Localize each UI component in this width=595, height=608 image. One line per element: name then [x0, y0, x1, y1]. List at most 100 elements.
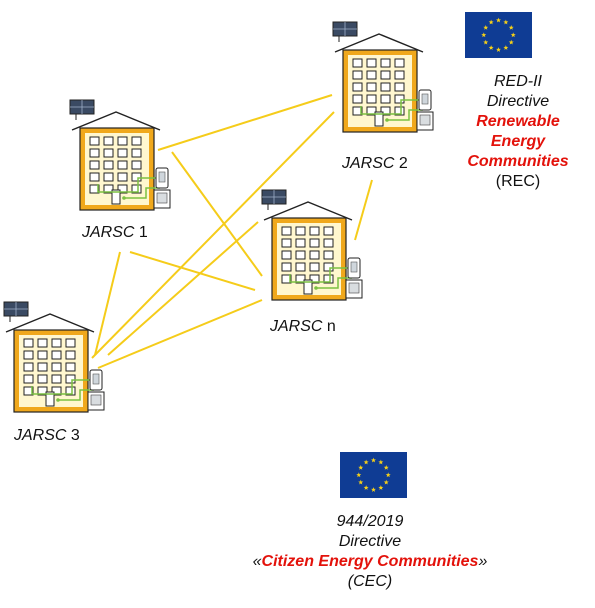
door-icon	[303, 279, 313, 295]
window-icon	[37, 386, 48, 396]
flag-star	[483, 39, 489, 45]
window-icon	[394, 70, 405, 80]
flag-star	[508, 25, 514, 30]
window-icon	[366, 94, 377, 104]
window-icon	[380, 82, 391, 92]
window-icon	[394, 94, 405, 104]
flag-star	[378, 485, 384, 490]
wiring-line	[124, 187, 160, 199]
window-icon	[131, 136, 142, 146]
window-icon	[65, 350, 76, 360]
window-icon	[380, 106, 391, 116]
flag-star	[363, 459, 369, 465]
solar-panel-icon	[261, 189, 287, 210]
window-icon	[51, 362, 62, 372]
window-icon	[23, 338, 34, 348]
window-icon	[37, 350, 48, 360]
wiring-line	[289, 267, 350, 283]
solar-panel-icon	[3, 301, 29, 322]
window-icon	[281, 250, 292, 260]
apartment-building-icon	[69, 99, 171, 211]
window-icon	[51, 350, 62, 360]
window-icon	[103, 148, 114, 158]
window-icon	[131, 184, 142, 194]
building-label-jarsc-2: JARSC 2	[342, 155, 408, 172]
window-icon	[366, 58, 377, 68]
window-icon	[352, 58, 363, 68]
flag-star	[508, 39, 514, 45]
window-icon	[281, 226, 292, 236]
wiring-line	[58, 389, 94, 401]
door-icon	[45, 391, 55, 407]
window-icon	[103, 160, 114, 170]
link-line	[157, 94, 333, 151]
wiring-node	[122, 196, 126, 200]
red-ii-text: RED-II Directive Renewable Energy Commun…	[448, 72, 588, 192]
solar-panel-icon	[69, 99, 95, 120]
building-label-jarsc-n: JARSC n	[270, 318, 336, 335]
link-line	[107, 221, 259, 356]
flag-star	[488, 19, 494, 25]
window-icon	[323, 238, 334, 248]
battery-icon	[153, 167, 171, 209]
roof-icon	[334, 33, 424, 53]
battery-icon	[345, 257, 363, 299]
cec-abbreviation: (CEC)	[347, 573, 393, 590]
flag-star	[483, 25, 489, 30]
cec-text: 944/2019 Directive «Citizen Energy Commu…	[180, 512, 560, 592]
window-icon	[103, 136, 114, 146]
window-icon	[309, 238, 320, 248]
link-line	[91, 111, 335, 359]
window-icon	[295, 250, 306, 260]
window-icon	[89, 172, 100, 182]
wiring-line	[387, 109, 423, 121]
flag-star	[496, 47, 501, 52]
roof-icon	[71, 111, 161, 131]
rec-abbreviation: (REC)	[495, 173, 541, 190]
flag-star	[371, 487, 376, 492]
window-icon	[103, 172, 114, 182]
flag-star	[503, 45, 509, 50]
window-icon	[117, 148, 128, 158]
window-icon	[323, 262, 334, 272]
eu-flag-icon	[465, 12, 532, 58]
window-icon	[352, 82, 363, 92]
flag-star	[503, 19, 509, 25]
flag-star	[383, 479, 389, 485]
window-icon	[323, 274, 334, 284]
flag-star	[385, 472, 391, 478]
window-icon	[394, 58, 405, 68]
wiring-line	[31, 379, 92, 395]
link-line	[354, 179, 373, 241]
window-icon	[352, 106, 363, 116]
solar-panel-icon	[332, 21, 358, 42]
window-icon	[394, 106, 405, 116]
window-icon	[117, 160, 128, 170]
wiring-line	[360, 99, 421, 115]
window-icon	[117, 172, 128, 182]
window-icon	[352, 94, 363, 104]
window-icon	[323, 250, 334, 260]
flag-star	[358, 465, 364, 470]
window-icon	[23, 374, 34, 384]
window-icon	[309, 250, 320, 260]
window-icon	[65, 386, 76, 396]
window-icon	[281, 274, 292, 284]
window-icon	[380, 58, 391, 68]
door-icon	[111, 189, 121, 205]
window-icon	[281, 238, 292, 248]
window-icon	[117, 136, 128, 146]
window-icon	[366, 82, 377, 92]
flag-star	[356, 472, 362, 478]
window-icon	[51, 374, 62, 384]
buildings	[3, 21, 434, 413]
red-ii-directive: Directive	[486, 93, 550, 110]
window-icon	[89, 148, 100, 158]
link-line	[97, 299, 263, 369]
window-icon	[23, 350, 34, 360]
battery-icon	[416, 89, 434, 131]
cec-directive: Directive	[338, 533, 402, 550]
window-icon	[131, 148, 142, 158]
wiring-line	[97, 177, 158, 193]
